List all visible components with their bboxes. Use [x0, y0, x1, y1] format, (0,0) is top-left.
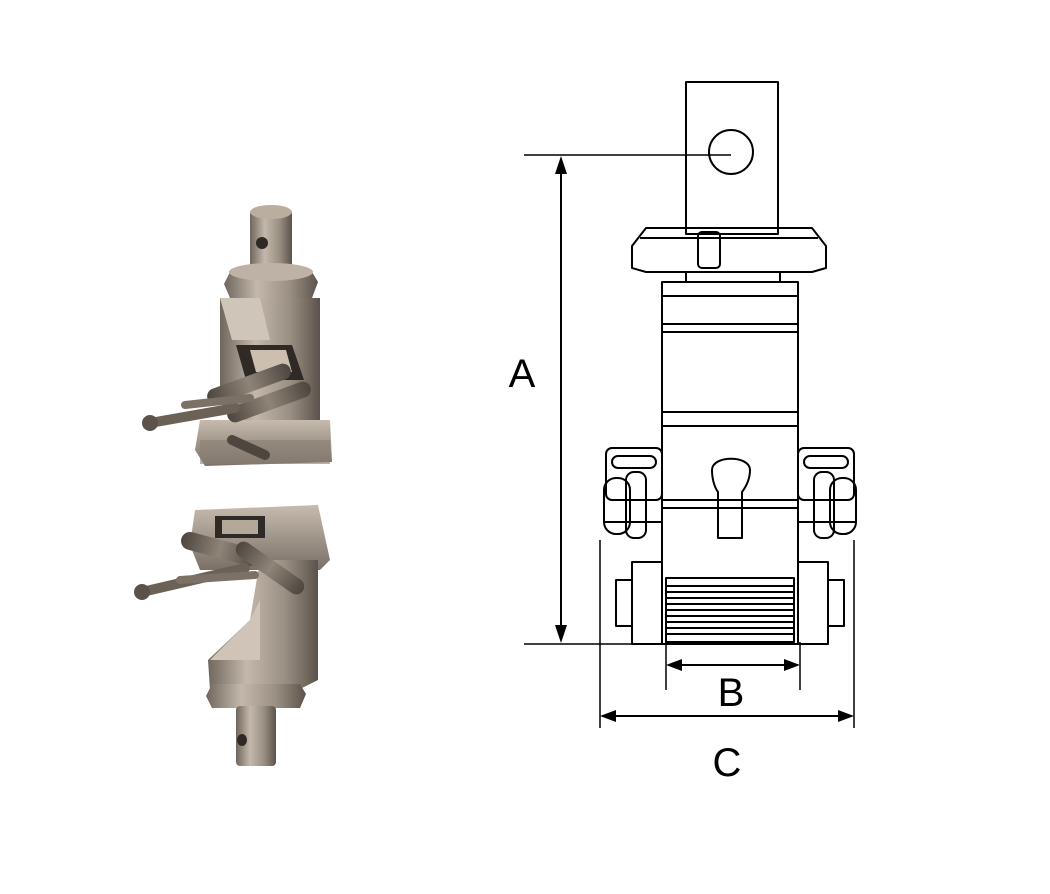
dimension-c-label: C — [713, 741, 742, 785]
upper-grip-illustration — [142, 205, 332, 466]
upper-side-rollers — [603, 447, 857, 539]
lower-grip-illustration — [134, 505, 330, 766]
dimension-a-label: A — [509, 352, 536, 396]
pin-hole — [708, 129, 754, 175]
dimension-b-label: B — [718, 671, 745, 715]
locking-nut — [631, 227, 827, 283]
grip-body — [661, 281, 799, 645]
jaw-face — [665, 577, 795, 643]
lower-side-blocks — [615, 561, 845, 645]
dimension-lines — [524, 154, 855, 728]
technical-drawing — [603, 81, 857, 645]
shaft-tab — [685, 81, 779, 235]
